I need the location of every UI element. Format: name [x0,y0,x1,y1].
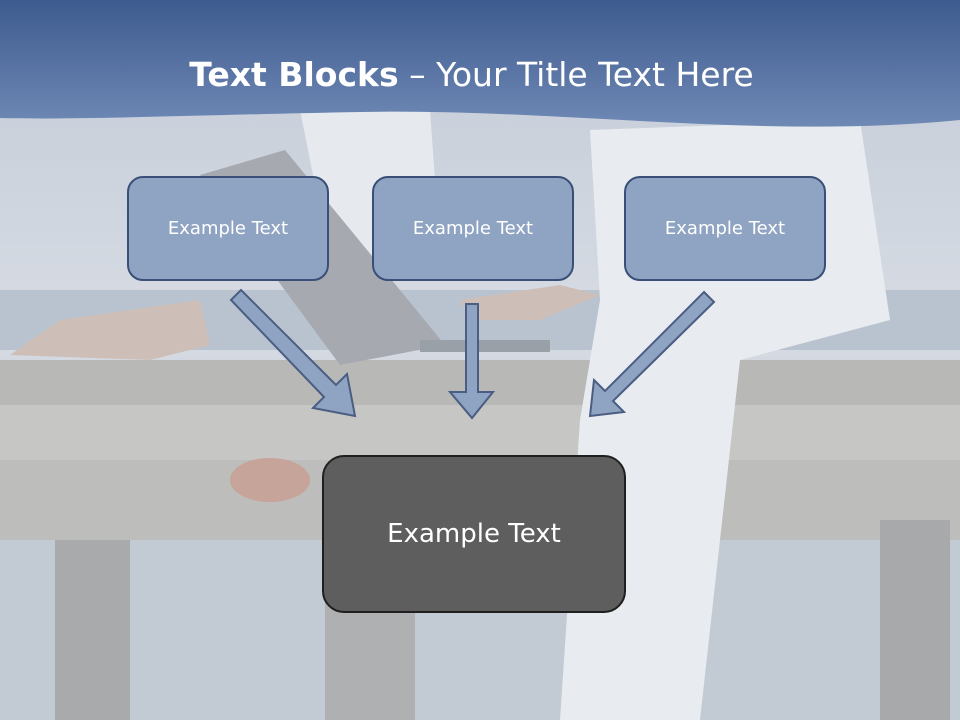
text-block-bottom[interactable]: Example Text [322,455,626,613]
slide-title: Text Blocks – Your Title Text Here [0,52,943,98]
title-rest: Your Title Text Here [436,55,754,94]
text-block-top-center[interactable]: Example Text [372,176,574,281]
text-block-label: Example Text [664,218,786,239]
title-band [0,0,960,127]
title-bold-part: Text Blocks [189,55,399,94]
text-block-label: Example Text [387,519,561,549]
text-block-top-right[interactable]: Example Text [624,176,826,281]
title-separator: – [398,55,437,94]
text-block-label: Example Text [167,218,289,239]
text-block-label: Example Text [412,218,534,239]
text-block-top-left[interactable]: Example Text [127,176,329,281]
